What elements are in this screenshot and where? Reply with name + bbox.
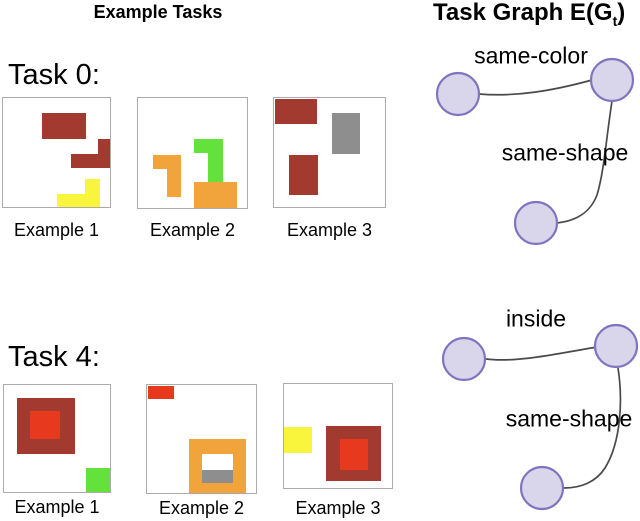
example-caption: Example 2 bbox=[149, 220, 236, 240]
edge-label-same-shape: same-shape bbox=[501, 139, 629, 166]
example-caption: Example 2 bbox=[158, 498, 245, 518]
brick-l-shape-stub bbox=[98, 139, 110, 155]
example-caption: Example 1 bbox=[14, 497, 100, 517]
example-caption: Example 3 bbox=[286, 220, 373, 240]
example-box bbox=[146, 384, 257, 494]
red-inner-square bbox=[30, 411, 60, 439]
green-l-shape-bar bbox=[194, 139, 223, 153]
example-caption: Example 1 bbox=[13, 220, 100, 240]
graph-edge bbox=[478, 79, 593, 96]
green-l-shape-stub bbox=[208, 153, 223, 183]
orange-rectangle bbox=[194, 182, 237, 208]
yellow-square bbox=[284, 427, 312, 453]
graph-node bbox=[519, 465, 565, 511]
red-inner-square bbox=[340, 439, 368, 470]
orange-l-shape-bar bbox=[153, 155, 181, 169]
example-box bbox=[2, 97, 111, 208]
brick-rectangle bbox=[289, 155, 318, 195]
gray-rectangle bbox=[332, 113, 360, 154]
graph-node bbox=[513, 200, 559, 246]
edge-label-same-shape: same-shape bbox=[505, 405, 633, 432]
yellow-l-shape-bar bbox=[57, 194, 100, 207]
yellow-l-shape-stub bbox=[85, 179, 100, 195]
white-hole bbox=[202, 454, 233, 471]
graph-title-suffix: ) bbox=[617, 0, 626, 26]
orange-l-shape-stub bbox=[167, 169, 181, 197]
edge-label-inside: inside bbox=[505, 305, 567, 332]
brick-rectangle bbox=[275, 99, 317, 124]
gray-rectangle bbox=[202, 470, 233, 483]
graph-column-title: Task Graph E(Gt) bbox=[433, 0, 625, 29]
graph-title-subscript: t bbox=[612, 12, 618, 29]
graph-edge bbox=[485, 346, 598, 361]
brick-rectangle bbox=[42, 113, 86, 139]
graph-node bbox=[593, 323, 639, 369]
example-box bbox=[273, 97, 386, 208]
task-4-label: Task 4: bbox=[8, 341, 100, 373]
examples-column-title: Example Tasks bbox=[93, 2, 223, 22]
graph-title-prefix: Task Graph E(G bbox=[433, 0, 613, 26]
graph-node bbox=[589, 57, 635, 103]
example-box bbox=[137, 97, 248, 209]
red-rectangle bbox=[148, 386, 174, 399]
example-box bbox=[283, 383, 393, 489]
example-caption: Example 3 bbox=[295, 498, 381, 518]
task-0-label: Task 0: bbox=[8, 59, 100, 91]
brick-l-shape-bar bbox=[71, 154, 110, 168]
green-square bbox=[86, 468, 110, 492]
graph-node bbox=[441, 336, 487, 382]
graph-node bbox=[435, 71, 481, 117]
edge-label-same-color: same-color bbox=[474, 42, 588, 69]
example-box bbox=[3, 384, 111, 493]
